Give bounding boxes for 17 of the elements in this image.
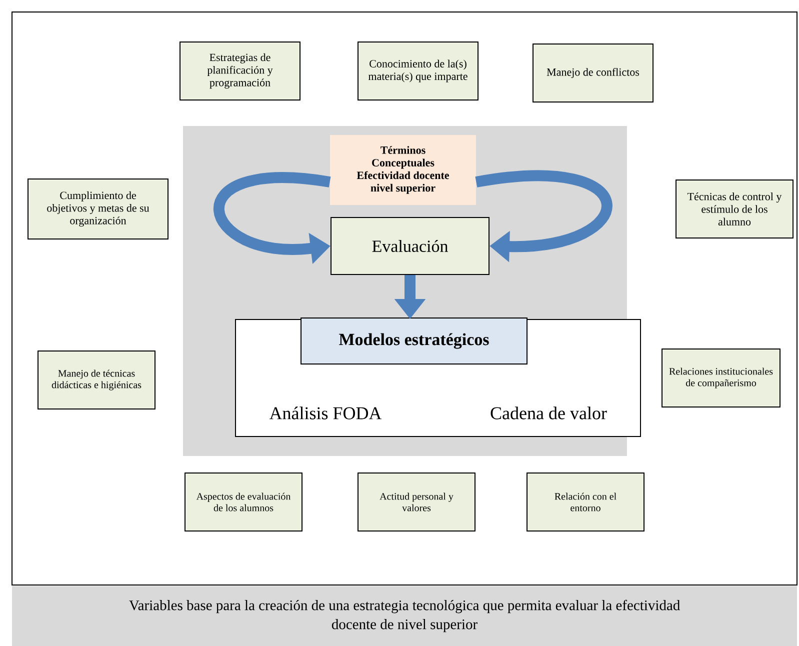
- factor-box: Relación con el entorno: [526, 472, 644, 532]
- factor-box: Relaciones institucionales de compañerismo: [662, 348, 780, 408]
- caption-band: Variables base para la creación de una estrategia tecnológica que permita evaluar la efectividad docente de nivel superior: [12, 586, 797, 646]
- evaluation-box: Evaluación: [330, 217, 490, 275]
- block-arrow: [475, 170, 612, 262]
- factor-box: Aspectos de evaluación de los alumnos: [184, 472, 302, 532]
- factor-box: Actitud personal y valores: [358, 472, 476, 532]
- heading-box: Modelos estratégicos: [300, 318, 528, 364]
- factor-box: Conocimiento de la(s) materia(s) que imparte: [358, 42, 478, 100]
- factor-box: Manejo de conflictos: [532, 44, 654, 102]
- factor-box: Manejo de técnicas didácticas e higiénicas: [38, 350, 156, 410]
- factor-box: Técnicas de control y estímulo de los alumno: [676, 180, 794, 238]
- factor-box: Cumplimiento de objetivos y metas de su organización: [28, 178, 168, 240]
- model-label: Cadena de valor: [490, 406, 607, 420]
- factor-box: Estrategias de planificación y programación: [180, 42, 300, 100]
- concept-box: Términos Conceptuales Efectividad docente nivel superior: [330, 135, 476, 205]
- model-label: Análisis FODA: [269, 406, 382, 420]
